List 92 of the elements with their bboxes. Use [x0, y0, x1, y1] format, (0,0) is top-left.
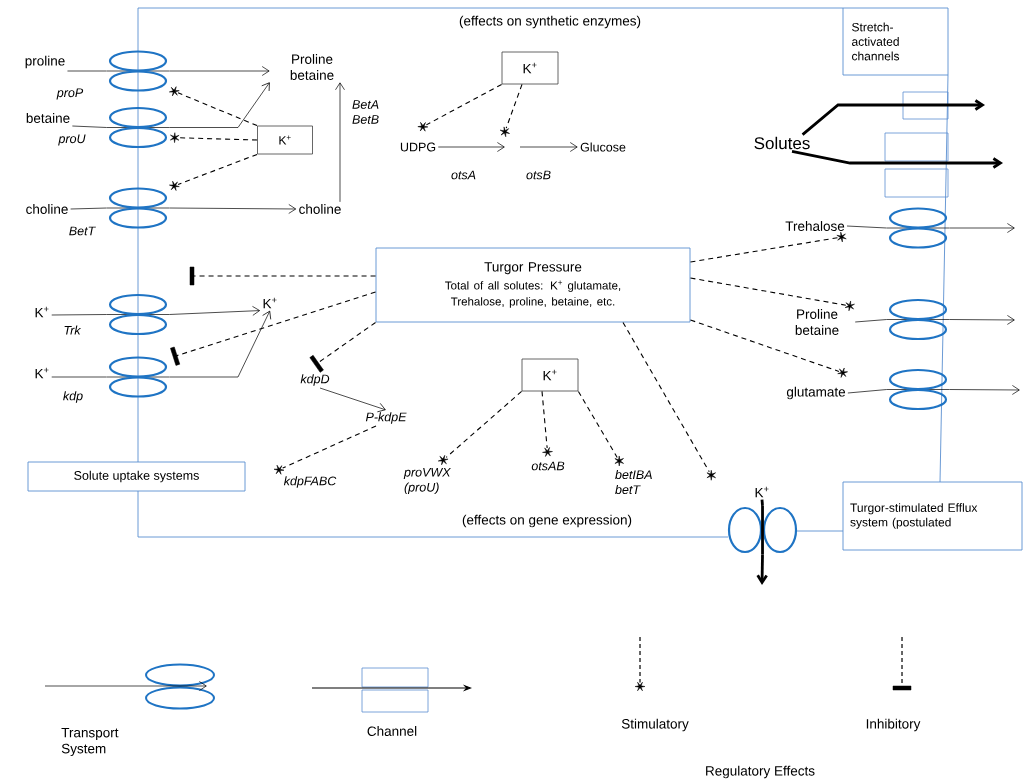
transporter	[106, 356, 170, 398]
stimulation-line	[689, 231, 847, 263]
gene-label: Trk	[64, 325, 82, 335]
legend-label: Stimulatory	[621, 718, 689, 732]
text-box: Stretch-activated channels	[842, 7, 949, 76]
connector	[51, 314, 108, 316]
transporter	[727, 506, 798, 554]
arrow	[756, 554, 768, 585]
solute-label: betaine	[26, 113, 70, 123]
text-box: Turgor Pressure Total of all solutes: K$^{+}$ glutamate, Trehalose, proline, betaine, etc.	[375, 247, 691, 323]
ion-label: K$^{+}$	[263, 297, 277, 309]
solute-label: glutamate	[786, 386, 846, 400]
inhibition-line	[309, 321, 377, 373]
arrow	[168, 82, 270, 128]
solute-label: UDPG	[400, 142, 436, 152]
edge-label: BetA BetB	[352, 100, 379, 124]
stimulation-line	[541, 390, 553, 457]
stimulation-line	[417, 83, 503, 132]
gene-label: otsAB	[531, 461, 565, 471]
gene-label: proU	[58, 134, 86, 146]
stimulation-line	[689, 319, 848, 378]
arrow	[519, 142, 578, 152]
arrow	[791, 150, 1004, 169]
legend-heading: Regulatory Effects	[706, 765, 815, 779]
stimulation-line	[170, 132, 258, 143]
solute-label: Solutes	[754, 136, 810, 150]
arrow	[168, 310, 272, 378]
caption-text: (effects on synthetic enzymes)	[459, 15, 641, 29]
gene-label: P-kdpE	[365, 412, 407, 424]
stimulation-line	[169, 153, 258, 191]
arrow	[335, 82, 345, 203]
arrow	[319, 387, 386, 413]
solute-label: proline	[25, 55, 65, 69]
solute-label: choline	[26, 204, 68, 214]
connector	[847, 389, 888, 394]
transporter	[106, 187, 170, 229]
transporter	[106, 106, 170, 149]
ion-box: K$^{+}$	[501, 51, 559, 85]
stimulation-line	[273, 425, 377, 475]
connector	[854, 319, 888, 323]
stimulation-line	[622, 321, 716, 481]
arrow	[948, 223, 1015, 233]
legend-label: Inhibitory	[866, 718, 921, 732]
stimulation-line	[577, 390, 624, 467]
arrow	[168, 66, 270, 76]
gene-label: betIBA betT	[615, 469, 652, 495]
text-box: Turgor-stimulated Efflux system (postulated	[842, 481, 1023, 551]
caption-text: (effects on gene expression)	[462, 514, 632, 528]
legend-label: Transport System	[61, 727, 119, 757]
arrow	[437, 142, 505, 152]
arrow	[801, 99, 985, 136]
arrow	[168, 204, 297, 214]
solute-label: Glucose	[580, 142, 626, 152]
transporter	[106, 50, 170, 92]
text-box: Solute uptake systems	[27, 461, 246, 492]
gene-label: proVWX (proU)	[403, 467, 451, 495]
solute-label: Trehalose	[785, 221, 845, 231]
solute-label: Proline betaine	[290, 54, 334, 80]
gene-label: kdpD	[300, 374, 330, 386]
stimulation-line	[689, 277, 855, 312]
edge-label: otsB	[526, 170, 551, 180]
connector	[760, 499, 764, 506]
connector	[846, 225, 888, 229]
ion-label: K$^{+}$	[35, 367, 49, 379]
transporter	[106, 293, 170, 336]
connector	[51, 376, 108, 378]
ion-box: K$^{+}$	[257, 125, 313, 155]
transporter	[886, 298, 950, 341]
gene-label: BetT	[69, 226, 96, 236]
ion-label: K$^{+}$	[35, 306, 49, 318]
legend-label: Channel	[367, 726, 417, 736]
transporter	[886, 207, 950, 249]
arrow	[948, 315, 1015, 325]
solute-label: choline	[299, 204, 341, 214]
inhibition-line	[189, 266, 377, 286]
stimulation-line	[499, 83, 523, 137]
gene-label: kdpFABC	[283, 476, 337, 488]
connector	[70, 207, 108, 210]
ion-box: K$^{+}$	[521, 358, 579, 392]
stimulation-line	[438, 390, 523, 466]
arrow	[948, 385, 1020, 395]
stimulation-line	[169, 86, 258, 127]
edge-label: otsA	[451, 170, 476, 180]
gene-label: proP	[56, 88, 84, 100]
gene-label: kdp	[63, 391, 83, 403]
ion-label: K$^{+}$	[755, 486, 769, 498]
arrow	[168, 306, 260, 316]
connector	[67, 70, 108, 72]
transporter	[886, 368, 950, 411]
inhibition-line	[170, 291, 377, 366]
solute-label: Proline betaine	[795, 309, 839, 335]
connector	[72, 125, 108, 128]
